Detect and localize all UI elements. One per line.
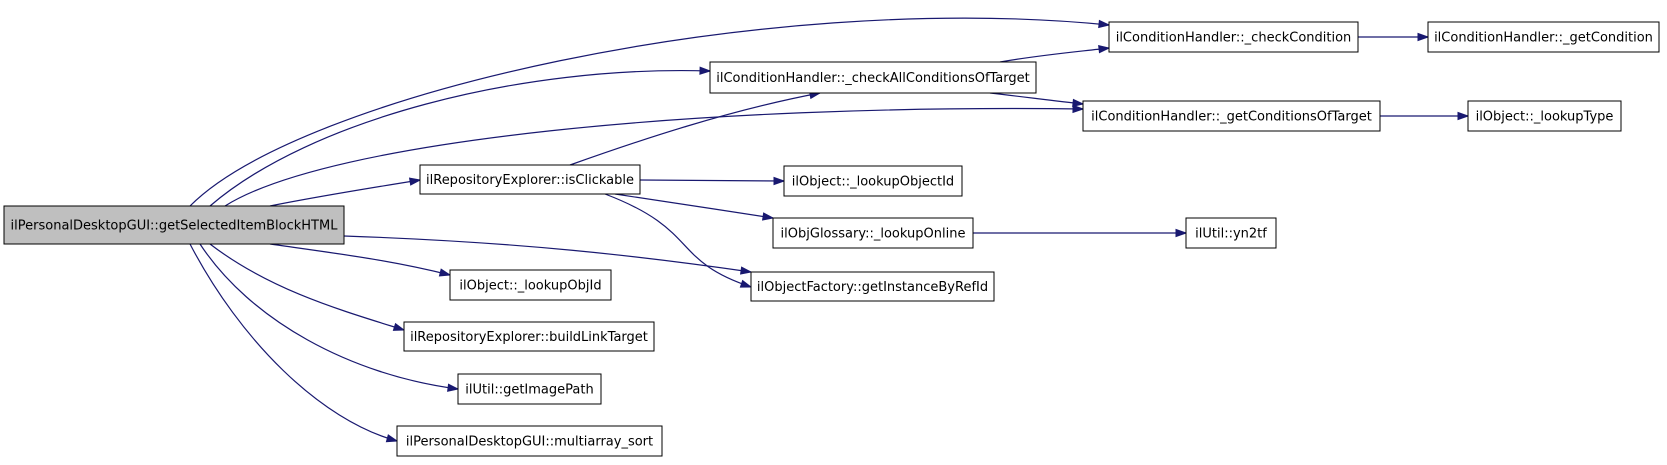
edge-root-to-getCondOfTarget xyxy=(224,104,1085,207)
edge-line xyxy=(189,243,398,442)
edge-line xyxy=(224,107,1084,207)
arrowhead xyxy=(447,383,460,392)
node-label: ilObject::_lookupObjectId xyxy=(792,175,954,190)
edge-line xyxy=(989,92,1084,105)
edge-isClickable-to-checkAll xyxy=(569,90,822,166)
node-box[interactable] xyxy=(783,165,963,197)
arrowhead xyxy=(761,212,775,221)
node-getImagePath[interactable]: ilUtil::getImagePath xyxy=(457,373,602,405)
node-box[interactable] xyxy=(403,321,655,352)
node-label: ilObjectFactory::getInstanceByRefId xyxy=(757,280,988,295)
edge-line xyxy=(639,179,785,182)
edge-line xyxy=(999,47,1110,63)
node-box[interactable] xyxy=(772,217,974,249)
node-lookupType[interactable]: ilObject::_lookupType xyxy=(1467,100,1622,132)
node-box[interactable] xyxy=(419,164,641,195)
node-checkCondition[interactable]: ilConditionHandler::_checkCondition xyxy=(1108,21,1359,53)
edge-checkAll-to-getCondOfTarget xyxy=(989,92,1085,108)
edges-layer xyxy=(189,17,1470,443)
arrowhead xyxy=(392,322,406,331)
edge-lookupOnline-to-yn2tf xyxy=(973,228,1188,238)
node-box[interactable] xyxy=(709,61,1037,94)
node-label: ilPersonalDesktopGUI::multiarray_sort xyxy=(406,435,653,450)
node-box[interactable] xyxy=(1467,100,1622,132)
node-label: ilObject::_lookupObjId xyxy=(459,279,601,294)
nodes-layer: ilPersonalDesktopGUI::getSelectedItemBlo… xyxy=(3,21,1660,457)
edge-root-to-isClickable xyxy=(269,177,422,207)
edge-checkAll-to-checkCondition xyxy=(999,45,1111,63)
edge-getCondOfTarget-to-lookupType xyxy=(1380,111,1470,121)
arrowhead xyxy=(773,176,786,186)
node-label: ilPersonalDesktopGUI::getSelectedItemBlo… xyxy=(11,219,339,234)
edge-line xyxy=(343,235,752,273)
node-root[interactable]: ilPersonalDesktopGUI::getSelectedItemBlo… xyxy=(3,205,345,245)
node-label: ilUtil::yn2tf xyxy=(1195,227,1267,242)
edge-isClickable-to-lookupObjectId xyxy=(639,176,786,186)
node-box[interactable] xyxy=(1082,100,1381,132)
arrowhead xyxy=(699,66,712,75)
edge-isClickable-to-lookupOnline xyxy=(614,193,775,221)
node-label: ilObject::_lookupType xyxy=(1476,110,1614,125)
edge-line xyxy=(189,17,1110,207)
node-label: ilConditionHandler::_getConditionsOfTarg… xyxy=(1091,110,1372,125)
node-multiarray[interactable]: ilPersonalDesktopGUI::multiarray_sort xyxy=(396,425,663,457)
node-label: ilObjGlossary::_lookupOnline xyxy=(781,227,966,242)
arrowhead xyxy=(1175,228,1188,238)
node-box[interactable] xyxy=(1108,21,1359,53)
node-checkAll[interactable]: ilConditionHandler::_checkAllConditionsO… xyxy=(709,61,1037,94)
node-label: ilRepositoryExplorer::buildLinkTarget xyxy=(410,330,648,345)
node-lookupOnline[interactable]: ilObjGlossary::_lookupOnline xyxy=(772,217,974,249)
edge-root-to-checkAll xyxy=(209,66,712,207)
arrowhead xyxy=(1098,19,1111,29)
node-box[interactable] xyxy=(457,373,602,405)
arrowhead xyxy=(740,266,753,275)
node-box[interactable] xyxy=(1427,21,1660,53)
arrowhead xyxy=(385,434,399,443)
edge-line xyxy=(209,69,711,207)
node-box[interactable] xyxy=(3,205,345,245)
edge-root-to-checkCondition xyxy=(189,17,1111,207)
node-box[interactable] xyxy=(1185,217,1277,249)
edge-line xyxy=(269,179,421,207)
arrowhead xyxy=(1417,32,1430,42)
edge-line xyxy=(199,243,459,390)
arrowhead xyxy=(408,177,422,186)
edge-line xyxy=(209,243,405,331)
arrowhead xyxy=(1072,104,1085,114)
node-getCondition[interactable]: ilConditionHandler::_getCondition xyxy=(1427,21,1660,53)
node-label: ilConditionHandler::_checkCondition xyxy=(1116,31,1352,46)
node-isClickable[interactable]: ilRepositoryExplorer::isClickable xyxy=(419,164,641,195)
node-label: ilConditionHandler::_checkAllConditionsO… xyxy=(716,71,1030,86)
node-getCondOfTarget[interactable]: ilConditionHandler::_getConditionsOfTarg… xyxy=(1082,100,1381,132)
edge-line xyxy=(604,193,752,288)
arrowhead xyxy=(438,268,452,277)
node-box[interactable] xyxy=(449,269,612,301)
node-label: ilConditionHandler::_getCondition xyxy=(1434,31,1653,46)
edge-root-to-getInstance xyxy=(343,235,753,275)
node-buildLink[interactable]: ilRepositoryExplorer::buildLinkTarget xyxy=(403,321,655,352)
edge-root-to-getImagePath xyxy=(199,243,460,392)
node-yn2tf[interactable]: ilUtil::yn2tf xyxy=(1185,217,1277,249)
node-lookupObjectId[interactable]: ilObject::_lookupObjectId xyxy=(783,165,963,197)
edge-checkCondition-to-getCondition xyxy=(1358,32,1430,42)
node-getInstance[interactable]: ilObjectFactory::getInstanceByRefId xyxy=(750,271,995,302)
arrowhead xyxy=(1072,98,1085,108)
node-lookupObjId[interactable]: ilObject::_lookupObjId xyxy=(449,269,612,301)
arrowhead xyxy=(1098,45,1111,54)
edge-root-to-buildLink xyxy=(209,243,406,331)
node-box[interactable] xyxy=(750,271,995,302)
node-label: ilRepositoryExplorer::isClickable xyxy=(426,173,634,188)
edge-line xyxy=(569,92,821,166)
edge-root-to-multiarray xyxy=(189,243,399,443)
node-label: ilUtil::getImagePath xyxy=(465,383,593,398)
edge-line xyxy=(269,243,451,276)
arrowhead xyxy=(739,279,753,288)
edge-root-to-lookupObjId xyxy=(269,243,452,277)
node-box[interactable] xyxy=(396,425,663,457)
edge-line xyxy=(614,193,774,219)
arrowhead xyxy=(1457,111,1470,121)
edge-isClickable-to-getInstance xyxy=(604,193,753,288)
